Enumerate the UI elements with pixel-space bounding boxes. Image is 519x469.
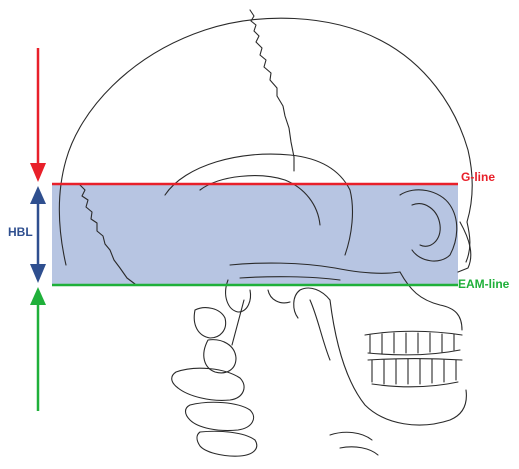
hbl-label: HBL xyxy=(8,225,33,239)
eam-line-label: EAM-line xyxy=(458,277,509,291)
g-line-label: G-line xyxy=(461,170,495,184)
hbl-band xyxy=(52,184,458,285)
g-line-arrow xyxy=(30,48,46,182)
eam-line-arrow xyxy=(30,287,46,411)
